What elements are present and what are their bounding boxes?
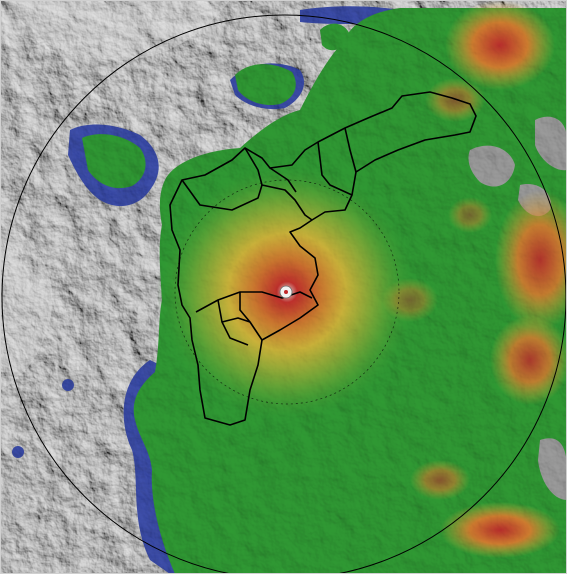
boundary-core-2 [217,299,249,346]
boundary-mid [269,167,297,193]
radar-site-icon [279,285,293,299]
terrain-highlights [0,0,230,390]
boundary-east [317,141,353,196]
boundary-ne [344,127,357,173]
boundary-north [244,147,313,221]
boundary-west [181,179,263,211]
district-boundaries [169,91,477,426]
boundary-core-4 [221,317,251,323]
boundary-outer [169,91,477,426]
boundary-core-3 [239,292,263,341]
range-ring-inner [174,179,400,405]
